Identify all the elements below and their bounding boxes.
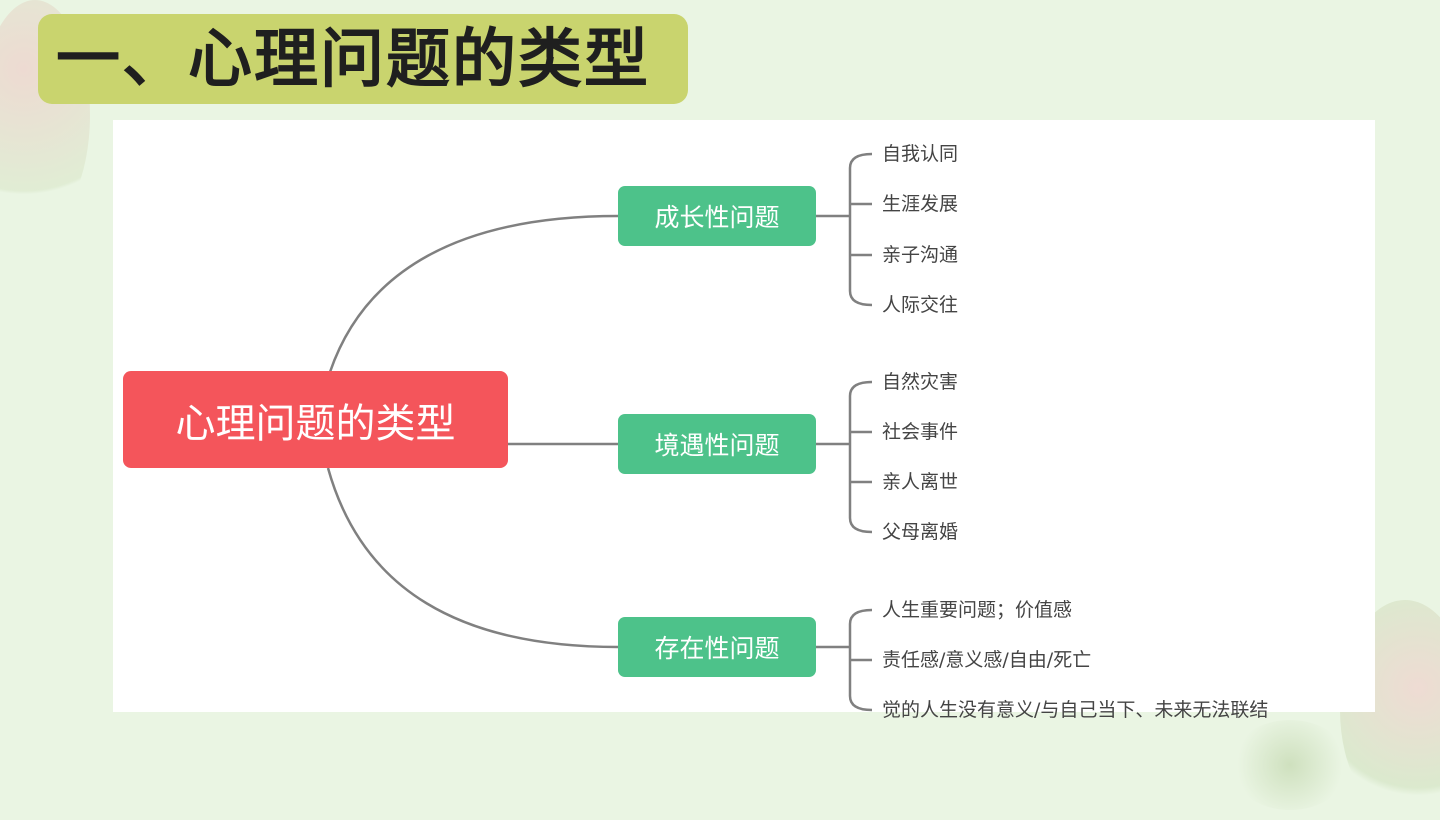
- leaf-node[interactable]: 自我认同: [882, 143, 959, 165]
- connector-root-branch-1: [328, 214, 619, 373]
- slide-title: 一、心理问题的类型: [56, 23, 650, 97]
- mindmap-root-node[interactable]: 心理问题的类型: [123, 371, 508, 468]
- leaf-node[interactable]: 觉的人生没有意义/与自己当下、未来无法联结: [882, 699, 1269, 721]
- leaf-node[interactable]: 社会事件: [882, 421, 959, 443]
- connector-root-branch-3: [326, 467, 619, 649]
- leaf-node[interactable]: 人生重要问题；价值感: [882, 599, 1073, 621]
- branch-node-1[interactable]: 成长性问题: [618, 186, 816, 246]
- leaf-node[interactable]: 责任感/意义感/自由/死亡: [882, 649, 1092, 671]
- bracket-2: [848, 380, 873, 534]
- leaf-node[interactable]: 自然灾害: [882, 371, 959, 393]
- leaf-node[interactable]: 人际交往: [882, 294, 959, 316]
- bracket-1: [848, 152, 873, 307]
- leaf-node[interactable]: 亲人离世: [882, 471, 959, 493]
- leaf-node[interactable]: 亲子沟通: [882, 244, 959, 266]
- leaf-node[interactable]: 父母离婚: [882, 521, 959, 543]
- leaf-decoration-bottom-right: [1230, 720, 1350, 810]
- title-bar: [38, 14, 688, 104]
- branch-node-2[interactable]: 境遇性问题: [618, 414, 816, 474]
- leaf-node[interactable]: 生涯发展: [882, 193, 959, 215]
- branch-node-3[interactable]: 存在性问题: [618, 617, 816, 677]
